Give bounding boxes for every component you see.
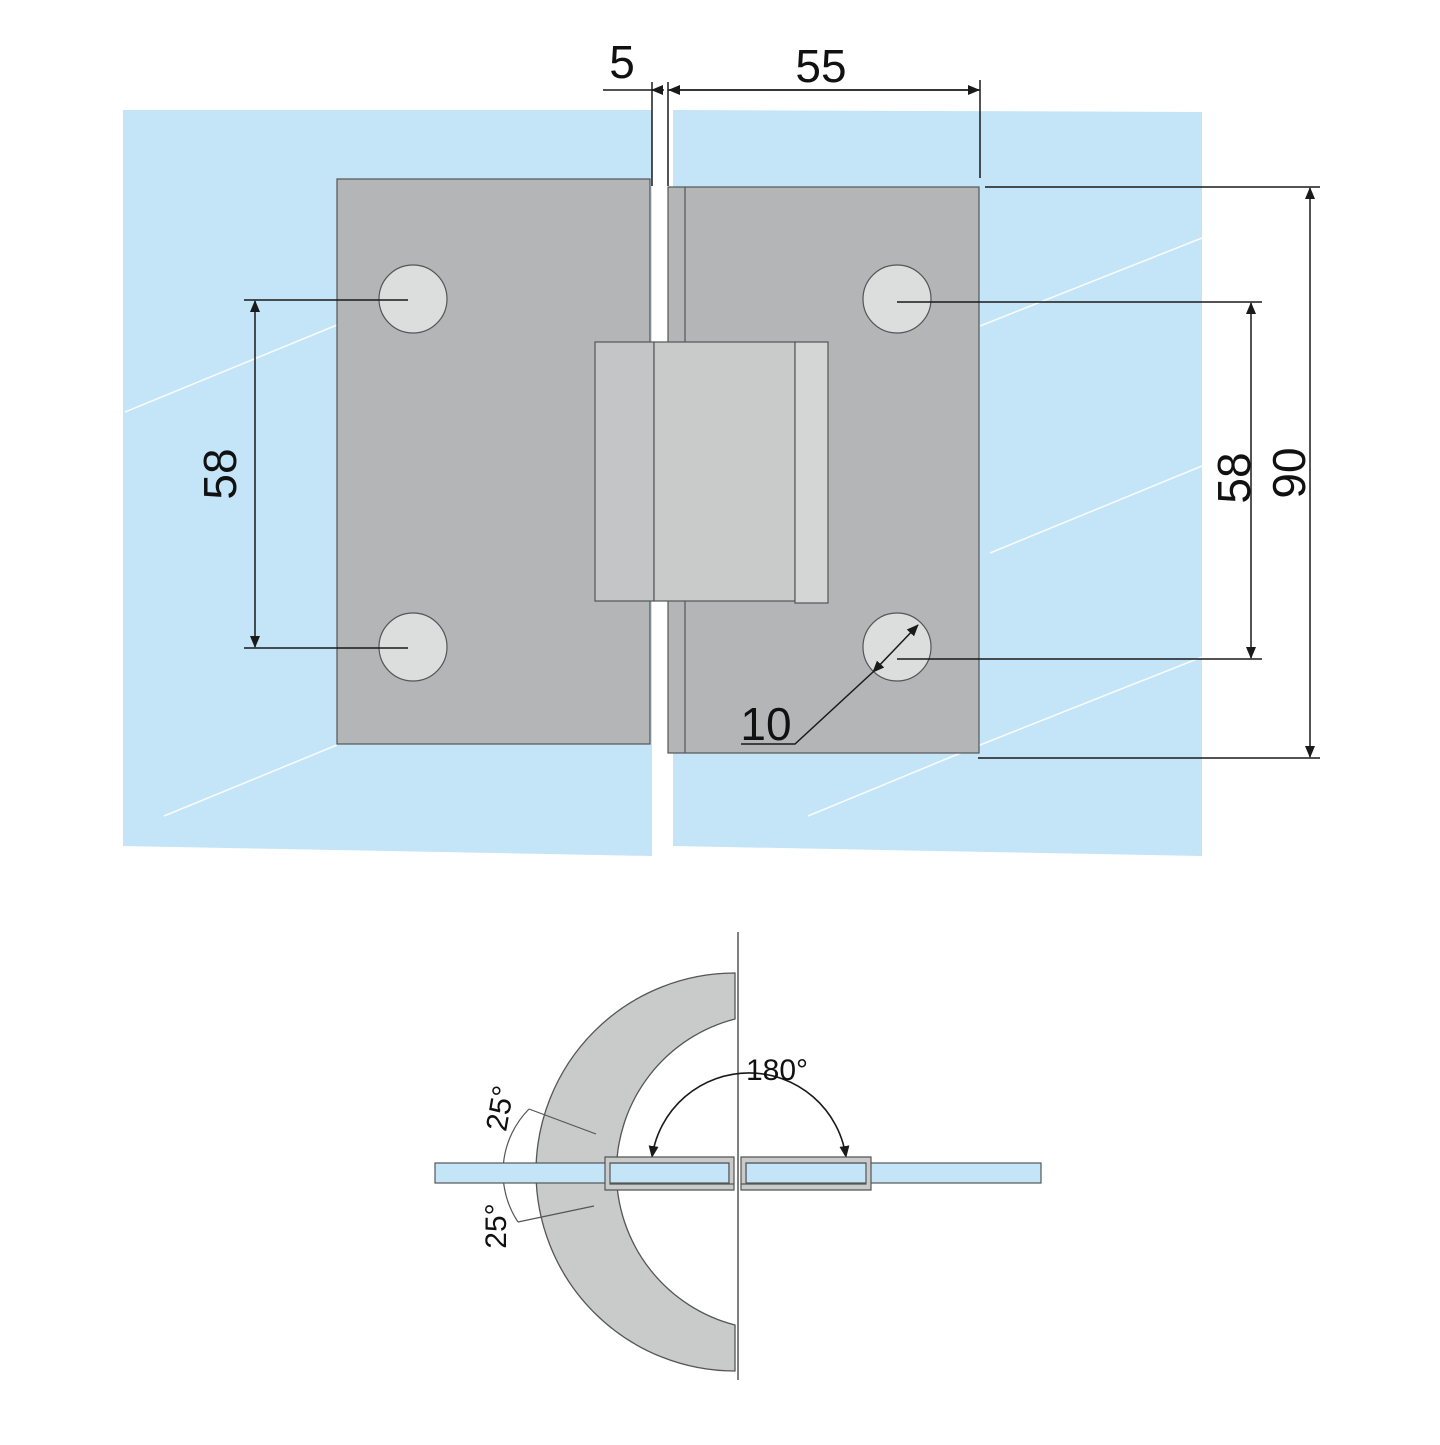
angle-lower-label: 25° — [480, 1203, 513, 1248]
dim-right-hole-spacing-lines — [897, 301, 1262, 660]
dim-hole-diameter-label: 10 — [740, 698, 791, 750]
dim-right-hole-spacing-label: 58 — [1208, 452, 1260, 503]
hole-top-right — [862, 264, 932, 334]
hole-top-left — [378, 264, 448, 334]
glass-reflections — [124, 237, 1203, 817]
opening-angle-label: 180° — [746, 1054, 808, 1087]
hinge-body-cap — [794, 341, 829, 604]
dim-hole-diameter-arrow — [872, 624, 919, 673]
left-clamp-section — [604, 1156, 735, 1191]
right-clamp-section — [740, 1156, 872, 1191]
angle-upper-label: 25° — [480, 1083, 520, 1133]
hinge-body-center-section — [653, 341, 796, 602]
left-glass-section — [434, 1162, 730, 1184]
opening-angle-arrow — [648, 1072, 850, 1158]
door-swing-arc — [535, 972, 736, 1372]
right-glass-section — [745, 1162, 1042, 1184]
dim-left-hole-spacing-label: 58 — [194, 448, 246, 499]
dim-width-label: 55 — [795, 40, 846, 92]
dim-gap-label: 5 — [609, 36, 635, 88]
hinge-body-left-section — [594, 341, 655, 602]
dim-plate-height-lines — [978, 186, 1320, 759]
dim-left-hole-spacing-lines — [244, 299, 408, 649]
dim-hole-diameter-leader — [741, 671, 874, 745]
hole-bottom-left — [378, 612, 448, 682]
dim-plate-height-label: 90 — [1263, 447, 1315, 498]
